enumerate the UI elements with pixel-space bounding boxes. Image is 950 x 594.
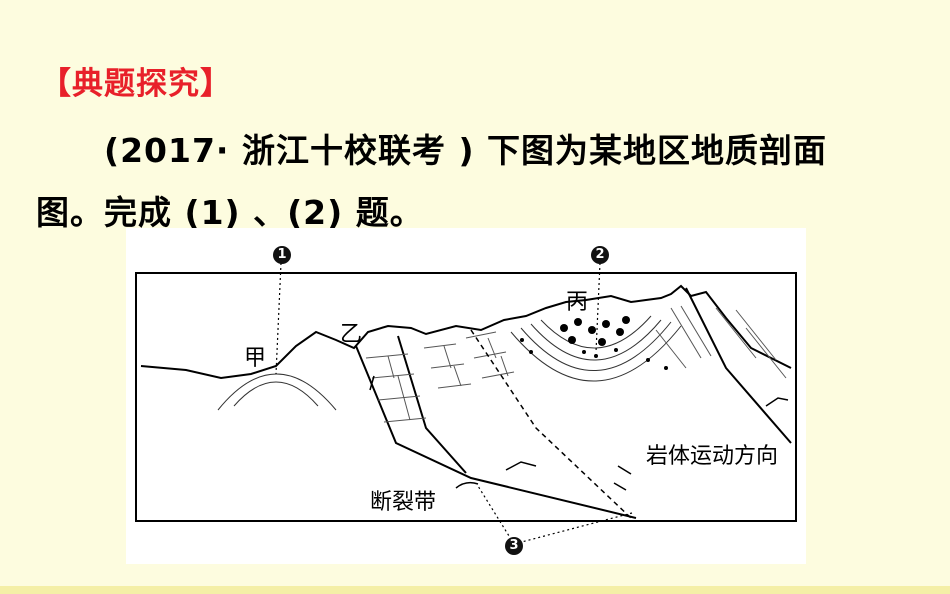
marker-3: 3 <box>505 537 523 555</box>
question-text-line-1: (2017· 浙江十校联考 ) 下图为某地区地质剖面 <box>104 131 828 170</box>
fault-main <box>355 345 637 519</box>
bottom-bar <box>0 586 950 594</box>
label-fault-zone: 断裂带 <box>370 490 437 515</box>
fault-zone-pointer <box>455 481 479 489</box>
geologic-cross-section-figure: 1 2 3 甲 乙 丙 岩体运动方向 断裂带 <box>126 228 806 564</box>
cross-section-drawing <box>135 262 797 545</box>
label-bing: 丙 <box>566 290 589 315</box>
label-rock-movement-direction: 岩体运动方向 <box>646 444 779 469</box>
question-text-line-2: 图。完成 (1) 、(2) 题。 <box>36 193 424 232</box>
dashed-fault <box>470 329 632 519</box>
fault-secondary <box>397 335 467 474</box>
figure-frame <box>135 272 797 522</box>
right-hatching <box>655 305 787 379</box>
ground-surface <box>140 284 792 380</box>
section-heading: 【典题探究】 <box>40 66 232 102</box>
marker-2: 2 <box>591 246 609 264</box>
syncline-layers <box>510 315 682 382</box>
movement-arrows <box>369 375 789 491</box>
fault-block-hatching <box>365 331 515 423</box>
marker-1: 1 <box>273 246 291 264</box>
anticline-layer-2 <box>217 373 337 411</box>
fault-right <box>685 287 792 444</box>
anticline-layer-1 <box>233 381 319 407</box>
leader-lines <box>275 262 633 545</box>
label-yi: 乙 <box>340 322 363 347</box>
ore-dots <box>520 316 668 370</box>
label-jia: 甲 <box>244 346 267 371</box>
